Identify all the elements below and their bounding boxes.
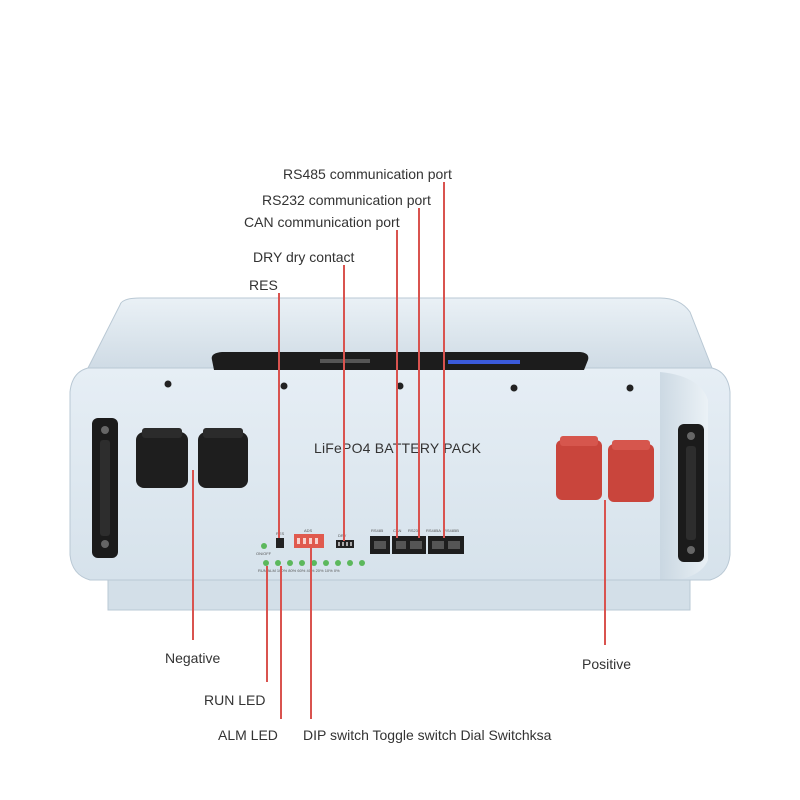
callout-dip: DIP switch Toggle switch Dial Switchksa <box>303 727 552 743</box>
dry-contact <box>336 540 354 548</box>
callout-run-led: RUN LED <box>204 692 266 708</box>
leader-dry <box>343 265 345 541</box>
display-bar <box>448 360 520 364</box>
port-tag-rs485: RS485 <box>371 528 384 533</box>
res-tag: RES <box>276 531 285 536</box>
leader-dip <box>310 548 312 719</box>
leader-res <box>278 293 280 538</box>
right-handle <box>678 424 704 562</box>
leader-rs232 <box>418 208 420 538</box>
port-tag-rs232: RS232 <box>408 528 421 533</box>
port-rs485 <box>370 536 390 554</box>
screw <box>510 384 518 392</box>
callout-rs232: RS232 communication port <box>262 192 431 208</box>
battery-base <box>107 579 691 611</box>
screw <box>280 382 288 390</box>
battery-front-panel <box>69 367 731 581</box>
callout-can: CAN communication port <box>244 214 400 230</box>
leader-rs485 <box>443 182 445 538</box>
positive-terminals <box>556 436 654 502</box>
screw <box>396 382 404 390</box>
callout-rs485: RS485 communication port <box>283 166 452 182</box>
dip-tag: ADS <box>304 528 313 533</box>
led-row-label: RUN ALM 100% 80% 60% 40% 20% 10% 0% <box>258 568 340 573</box>
battery-top-lid <box>87 297 713 369</box>
dip-switch <box>294 534 324 548</box>
callout-alm-led: ALM LED <box>218 727 278 743</box>
port-rs485a <box>428 536 448 554</box>
res-button <box>276 538 284 548</box>
leader-run-led <box>266 566 268 682</box>
port-rs485b <box>444 536 464 554</box>
leader-alm-led <box>280 566 282 719</box>
left-handle <box>92 418 118 558</box>
callout-positive: Positive <box>582 656 632 672</box>
display-slot <box>211 352 589 370</box>
leader-can <box>396 230 398 538</box>
dry-tag: DRY <box>338 533 346 538</box>
port-tag-rs485b: RS485B <box>444 528 459 533</box>
led-row <box>261 543 365 566</box>
screw <box>164 380 172 388</box>
leader-negative <box>192 470 194 640</box>
callout-dry: DRY dry contact <box>253 249 355 265</box>
callout-negative: Negative <box>165 650 221 666</box>
negative-terminals <box>136 428 248 488</box>
port-tag-rs485a: RS485A <box>426 528 441 533</box>
callout-res: RES <box>249 277 278 293</box>
leader-positive <box>604 500 606 645</box>
screw <box>626 384 634 392</box>
power-label: ON/OFF <box>256 551 272 556</box>
port-rs232 <box>406 536 426 554</box>
